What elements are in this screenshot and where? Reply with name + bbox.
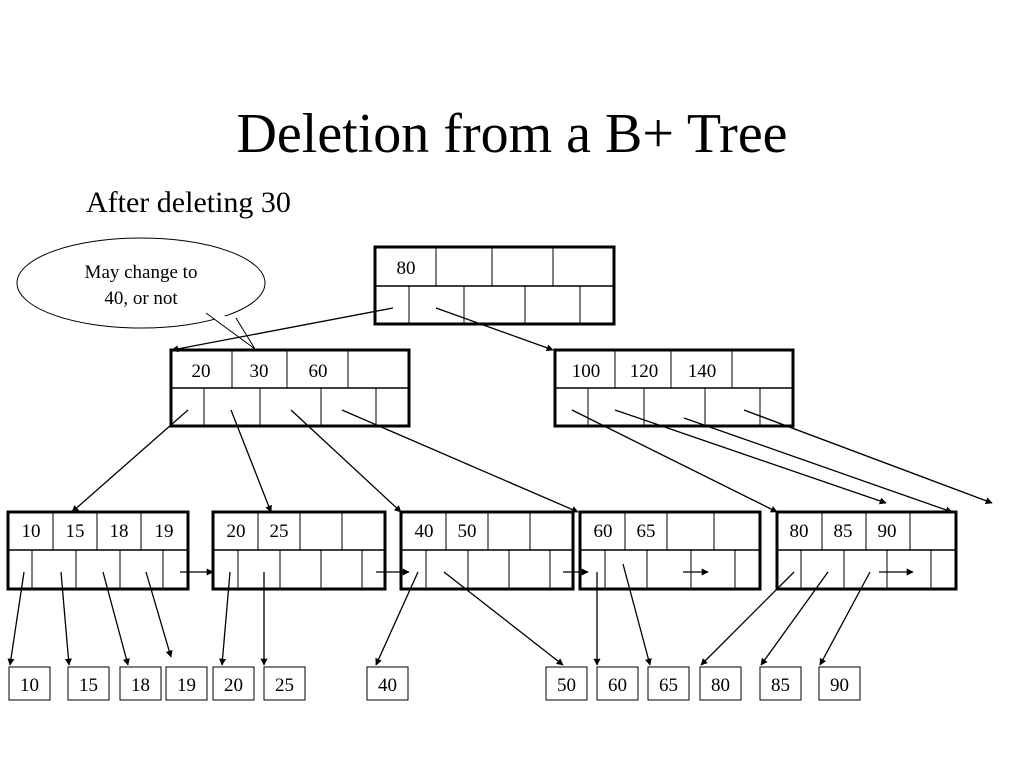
record-box: 65	[647, 666, 690, 701]
record-arrow	[819, 571, 871, 666]
callout-ellipse	[16, 237, 266, 329]
record-arrow	[145, 571, 173, 658]
leaf-1-key-4: 19	[155, 521, 174, 542]
pointer-arrow	[290, 409, 402, 513]
leaf-node-1: 10 15 18 19	[6, 510, 190, 591]
leaf-5-key-2: 85	[834, 521, 853, 542]
record-value: 90	[830, 675, 849, 696]
leaf-3-key-1: 40	[415, 521, 434, 542]
record-box: 60	[596, 666, 639, 701]
record-arrow	[622, 563, 652, 666]
record-value: 10	[20, 675, 39, 696]
record-value: 25	[275, 675, 294, 696]
record-arrow	[7, 571, 25, 666]
record-box: 50	[545, 666, 588, 701]
callout-bubble: May change to 40, or not	[16, 237, 266, 350]
leaf-1-key-3: 18	[110, 521, 129, 542]
leaf-node-3: 40 50	[399, 510, 575, 591]
record-row: 10 15 18 19 20 25 40 50 60 65 80 85 90	[8, 666, 861, 701]
pointer-arrow	[71, 409, 189, 513]
slide-subtitle: After deleting 30	[86, 186, 291, 219]
record-box: 10	[8, 666, 51, 701]
pointer-arrow	[435, 307, 554, 352]
record-box: 20	[212, 666, 255, 701]
pointer-arrow	[230, 409, 272, 513]
pointer-arrow	[341, 409, 579, 513]
callout-line-1: May change to	[85, 262, 198, 283]
record-box: 19	[165, 666, 208, 701]
leaf-5-key-3: 90	[878, 521, 897, 542]
record-box: 25	[263, 666, 306, 701]
callout-pointer	[205, 312, 256, 350]
leaf-4-key-2: 65	[637, 521, 656, 542]
record-value: 65	[659, 675, 678, 696]
leaf-node-5: 80 85 90	[775, 510, 958, 591]
record-arrow	[443, 571, 564, 666]
record-box: 40	[366, 666, 409, 701]
leaf-4-key-1: 60	[594, 521, 613, 542]
leaf-2-key-2: 25	[270, 521, 289, 542]
record-value: 18	[131, 675, 150, 696]
pointer-arrow	[743, 409, 993, 505]
leaf-1-key-2: 15	[66, 521, 85, 542]
record-value: 50	[557, 675, 576, 696]
pointer-arrow	[171, 307, 394, 353]
record-arrow	[102, 571, 130, 666]
record-value: 85	[771, 675, 790, 696]
pointer-arrow	[614, 409, 887, 505]
internal-right-key-2: 120	[630, 361, 659, 382]
record-value: 15	[79, 675, 98, 696]
record-value: 40	[378, 675, 397, 696]
record-arrow	[375, 571, 419, 666]
leaf-3-key-2: 50	[458, 521, 477, 542]
internal-left-key-3: 60	[309, 361, 328, 382]
leaf-node-4: 60 65	[578, 510, 762, 591]
root-key-1: 80	[397, 258, 416, 279]
record-arrow	[60, 571, 72, 666]
internal-node-left: 20 30 60	[169, 348, 411, 428]
record-box: 15	[67, 666, 110, 701]
record-arrow	[219, 571, 231, 666]
internal-left-key-1: 20	[192, 361, 211, 382]
record-box: 90	[818, 666, 861, 701]
record-box: 85	[759, 666, 802, 701]
record-box: 18	[119, 666, 162, 701]
internal-right-key-1: 100	[572, 361, 601, 382]
internal-right-key-3: 140	[688, 361, 717, 382]
record-arrow	[700, 571, 795, 666]
pointer-arrows	[7, 307, 993, 666]
record-value: 80	[711, 675, 730, 696]
record-value: 19	[177, 675, 196, 696]
leaf-1-key-1: 10	[22, 521, 41, 542]
pointer-arrow	[683, 417, 953, 514]
root-node: 80	[373, 245, 616, 326]
callout-line-2: 40, or not	[104, 288, 178, 309]
leaf-2-key-1: 20	[227, 521, 246, 542]
record-arrow	[760, 571, 829, 666]
slide-title: Deletion from a B+ Tree	[236, 103, 788, 165]
record-box: 80	[699, 666, 742, 701]
record-value: 60	[608, 675, 627, 696]
internal-left-key-2: 30	[250, 361, 269, 382]
leaf-5-key-1: 80	[790, 521, 809, 542]
leaf-node-2: 20 25	[211, 510, 387, 591]
record-value: 20	[224, 675, 243, 696]
pointer-arrow	[571, 409, 778, 513]
